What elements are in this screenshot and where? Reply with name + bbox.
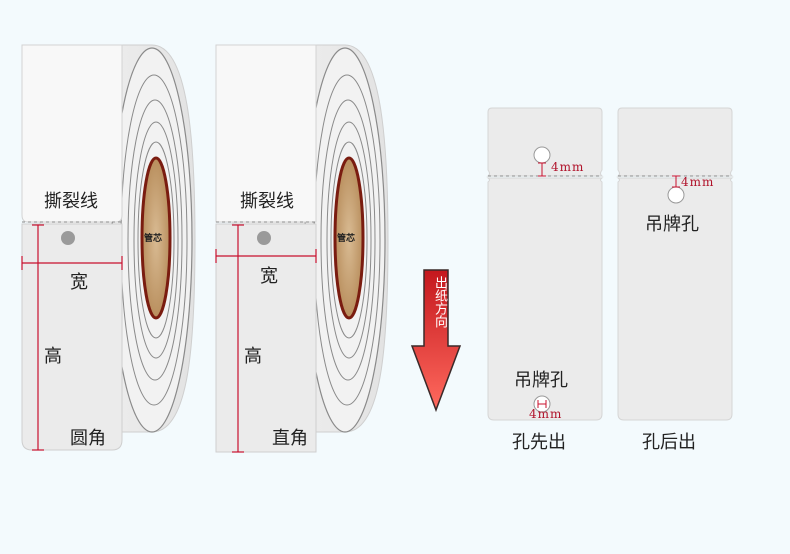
sensor-dot	[257, 231, 271, 245]
core-label: 管芯	[144, 234, 163, 244]
hole-distance-bottom: 4mm	[529, 407, 563, 421]
hole-distance-top: 4mm	[551, 160, 585, 174]
width-measure	[215, 249, 317, 263]
tag-caption: 孔先出	[512, 432, 566, 453]
hole-measure	[672, 175, 680, 188]
label-top	[215, 44, 317, 223]
width-label: 宽	[70, 272, 88, 293]
hang-hole-label: 吊牌孔	[514, 370, 568, 391]
tag-hole-first	[486, 107, 604, 421]
roll-square	[215, 44, 389, 453]
tear-line-label: 撕裂线	[44, 191, 98, 212]
sensor-dot	[61, 231, 75, 245]
hang-hole	[667, 186, 685, 204]
down-arrow-icon	[410, 269, 462, 413]
tag-body	[486, 177, 604, 421]
height-label: 高	[44, 346, 62, 367]
label-top	[21, 44, 123, 223]
hole-measure-bottom	[537, 400, 547, 408]
tag-caption: 孔后出	[642, 432, 696, 453]
core	[333, 156, 365, 320]
tag-top-part	[616, 107, 734, 177]
tag-top-part	[486, 107, 604, 177]
hole-distance: 4mm	[681, 175, 715, 189]
roll-rounded	[21, 44, 196, 451]
hang-hole-label: 吊牌孔	[645, 214, 699, 235]
hang-hole	[533, 146, 551, 164]
height-measure	[232, 224, 244, 453]
width-label: 宽	[260, 266, 278, 287]
core	[140, 156, 172, 320]
tag-body	[616, 177, 734, 421]
height-measure	[32, 224, 44, 451]
width-measure	[21, 256, 123, 270]
tag-hole-last	[616, 107, 734, 421]
height-label: 高	[244, 346, 262, 367]
label-lower	[21, 223, 123, 451]
label-lower	[215, 223, 317, 453]
hole-measure-top	[538, 162, 546, 177]
corner-type-label: 直角	[272, 428, 308, 449]
core-label: 管芯	[337, 234, 356, 244]
corner-type-label: 圆角	[70, 428, 106, 449]
tear-line-label: 撕裂线	[240, 191, 294, 212]
paper-direction-label: 出纸方向	[432, 276, 447, 328]
